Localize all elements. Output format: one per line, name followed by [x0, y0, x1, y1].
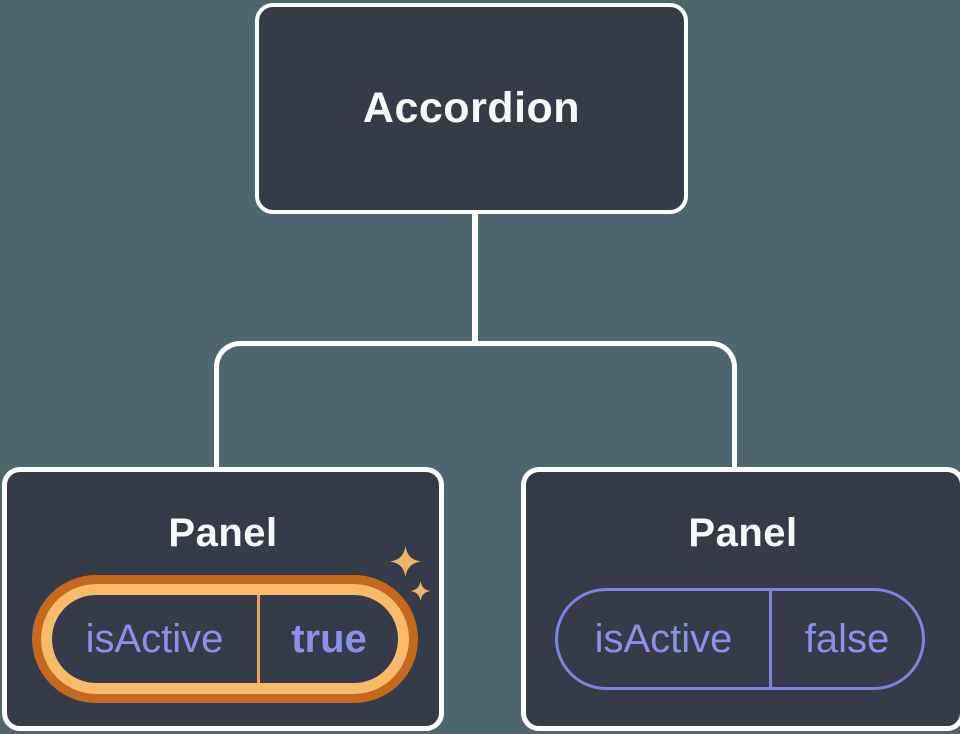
panel-label: Panel [688, 511, 798, 555]
connector-branch-to-panels [214, 341, 737, 471]
panel-node-inactive: Panel isActive false [521, 467, 960, 731]
panel-node-active: Panel isActive true [2, 467, 444, 731]
prop-name: isActive [85, 616, 224, 661]
pill-divider [769, 591, 772, 687]
connector-root-to-branch [472, 210, 478, 344]
panel-label: Panel [168, 511, 278, 555]
accordion-node: Accordion [255, 3, 688, 214]
sparkle-small-icon [410, 581, 431, 601]
isactive-false-pill: isActive false [555, 588, 925, 690]
isactive-true-pill: isActive true [41, 584, 409, 694]
isactive-true-pill-highlight: isActive true [32, 575, 418, 703]
prop-value: true [291, 616, 367, 661]
sparkle-large-icon [390, 545, 421, 578]
prop-value: false [804, 616, 890, 661]
pill-divider [257, 595, 260, 683]
accordion-label: Accordion [362, 84, 581, 132]
prop-name: isActive [594, 616, 733, 661]
